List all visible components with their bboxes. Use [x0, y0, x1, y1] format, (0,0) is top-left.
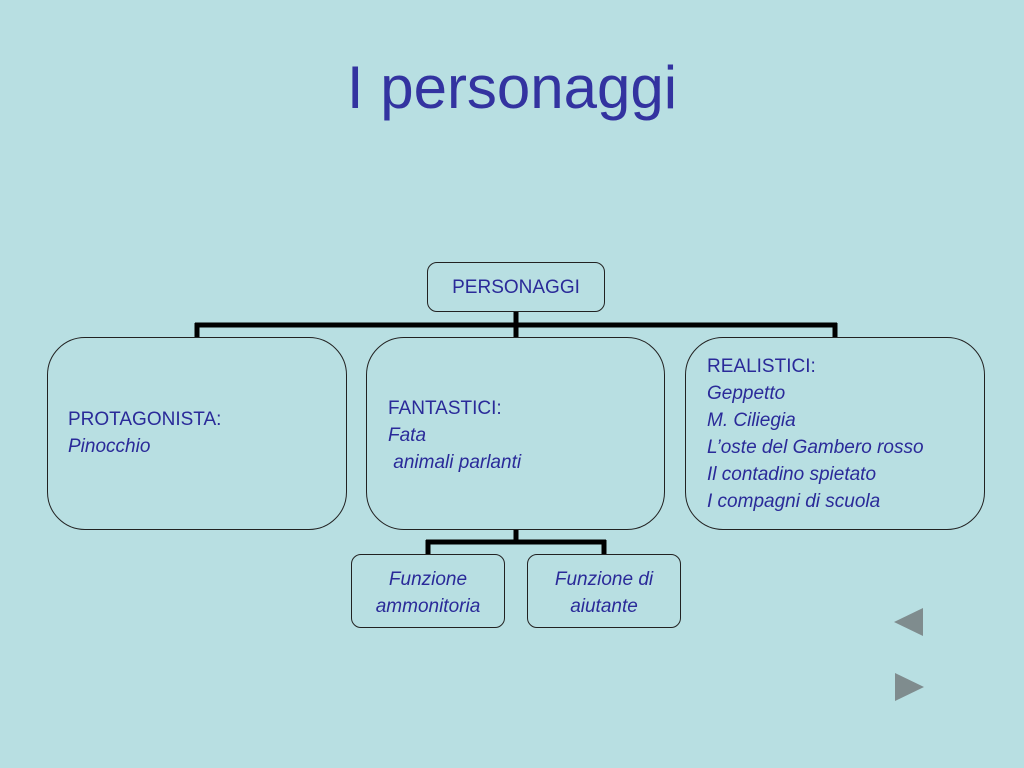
node-personaggi-label: PERSONAGGI: [452, 277, 580, 298]
slide-title: I personaggi: [346, 54, 678, 121]
node-protagonista: PROTAGONISTA: Pinocchio: [47, 337, 347, 530]
node-realistici-item: I compagni di scuola: [707, 491, 881, 512]
node-realistici-item: Il contadino spietato: [707, 464, 877, 485]
node-realistici-item: L’oste del Gambero rosso: [707, 437, 924, 458]
node-funzione-aiutante-line: Funzione di: [554, 569, 654, 590]
node-funzione-ammonitoria-line: Funzione: [388, 569, 468, 590]
node-fantastici-item: Fata: [388, 425, 427, 446]
node-personaggi: PERSONAGGI: [427, 262, 605, 312]
node-fantastici-heading: FANTASTICI:: [388, 398, 502, 419]
node-funzione-aiutante-line: aiutante: [570, 596, 638, 617]
node-protagonista-item: Pinocchio: [68, 436, 151, 457]
node-fantastici-item: animali parlanti: [388, 452, 522, 473]
node-realistici-heading: REALISTICI:: [707, 356, 816, 377]
node-realistici-item: M. Ciliegia: [707, 410, 796, 431]
node-funzione-ammonitoria-line: ammonitoria: [375, 596, 481, 617]
node-realistici-item: Geppetto: [707, 383, 786, 404]
previous-slide-button[interactable]: [892, 605, 926, 639]
node-protagonista-heading: PROTAGONISTA:: [68, 409, 222, 430]
node-fantastici: FANTASTICI: Fata animali parlanti: [366, 337, 665, 530]
triangle-right-icon: [895, 673, 924, 701]
triangle-left-icon: [894, 608, 923, 636]
node-funzione-aiutante: Funzione di aiutante: [527, 554, 681, 628]
next-slide-button[interactable]: [892, 670, 926, 704]
node-funzione-ammonitoria: Funzione ammonitoria: [351, 554, 505, 628]
node-realistici: REALISTICI: Geppetto M. Ciliegia L’oste …: [685, 337, 985, 530]
